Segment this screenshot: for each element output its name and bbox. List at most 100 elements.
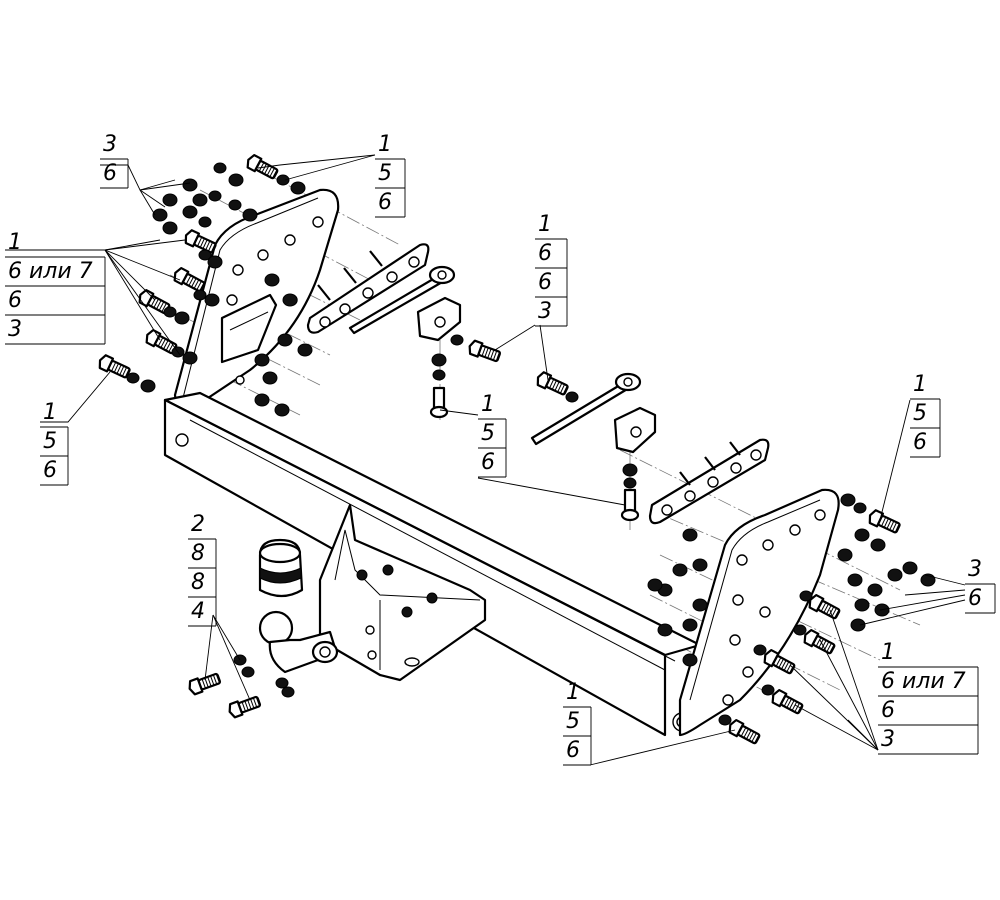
washer: [799, 590, 813, 602]
nut: [182, 351, 198, 365]
callout-text: 6: [8, 288, 22, 313]
right-small-bracket: [613, 406, 657, 454]
callout-text: 6: [566, 738, 580, 763]
bolt-head: [429, 405, 449, 419]
bolt-head: [620, 508, 640, 522]
left-small-bracket: [416, 296, 462, 342]
nut: [902, 561, 918, 575]
washer: [276, 174, 290, 186]
nut: [192, 193, 208, 207]
nut: [657, 623, 673, 637]
callout-text: 6: [481, 450, 495, 475]
nut: [622, 463, 638, 477]
nut: [242, 208, 258, 222]
nut: [692, 598, 708, 612]
callout-text: 3: [103, 132, 117, 157]
callout-top-bolts: 1 5 6: [375, 132, 406, 218]
nut: [692, 558, 708, 572]
callout-text: 3: [538, 299, 552, 324]
nut: [228, 173, 244, 187]
nut: [672, 563, 688, 577]
bolt: [188, 672, 222, 696]
bolt: [771, 688, 804, 715]
callout-text: 6: [538, 270, 552, 295]
nut: [277, 333, 293, 347]
callout-text: 3: [968, 557, 982, 582]
nut: [431, 353, 447, 367]
callout-tow-ball: 2 8 8 4: [188, 512, 217, 627]
callout-text: 2: [191, 512, 205, 537]
nut: [182, 178, 198, 192]
callout-text: 6: [968, 586, 982, 611]
nut: [867, 583, 883, 597]
callout-text: 5: [913, 401, 927, 426]
callout-text: 6: [43, 458, 57, 483]
nut: [682, 653, 698, 667]
nut: [837, 548, 853, 562]
callout-text: 1: [481, 392, 495, 417]
right-wire-strap: [530, 372, 642, 446]
nut: [282, 293, 298, 307]
nut: [182, 205, 198, 219]
washer: [450, 334, 464, 346]
nut: [254, 393, 270, 407]
washer: [208, 190, 222, 202]
callout-text: 5: [378, 161, 392, 186]
washer: [213, 162, 227, 174]
callout-text: 5: [481, 421, 495, 446]
callout-text: 5: [43, 429, 57, 454]
nut: [254, 353, 270, 367]
nut: [204, 293, 220, 307]
callout-right-front-bolt: 156: [563, 680, 592, 766]
bolt: [468, 339, 502, 363]
bolt: [728, 718, 761, 745]
callout-text: 1: [913, 372, 927, 397]
callout-text: 6: [378, 190, 392, 215]
callout-left-front-bolt: 156: [40, 400, 69, 486]
callout-text: 3: [8, 317, 22, 342]
callout-text: 4: [191, 599, 205, 624]
washer: [623, 477, 637, 489]
fasteners: [98, 153, 936, 745]
washer: [718, 714, 732, 726]
callout-text: 8: [191, 541, 205, 566]
bolt: [173, 266, 206, 293]
washer: [281, 686, 295, 698]
callout-text: 8: [191, 570, 205, 595]
nut: [207, 255, 223, 269]
tow-bracket: [318, 503, 487, 682]
nut: [840, 493, 856, 507]
callout-text: 1: [881, 640, 895, 665]
callout-right-top-bolt: 156: [910, 372, 941, 458]
washer: [228, 199, 242, 211]
bolt: [246, 153, 279, 180]
washer: [565, 391, 579, 403]
right-spacer-bar: [648, 438, 770, 525]
nut: [682, 618, 698, 632]
washer: [198, 216, 212, 228]
callout-text: 1: [378, 132, 392, 157]
bolt: [536, 371, 569, 396]
washer: [241, 666, 255, 678]
nut: [162, 221, 178, 235]
callout-text: 6: [538, 241, 552, 266]
nut: [647, 578, 663, 592]
callout-text: 1: [8, 230, 22, 255]
bolt: [184, 229, 217, 254]
nut: [854, 528, 870, 542]
nut: [850, 618, 866, 632]
nut: [162, 193, 178, 207]
left-spacer-bar: [306, 243, 430, 334]
right-mounting-plate: [678, 488, 840, 737]
nut: [887, 568, 903, 582]
callout-top-left-nuts: 36: [100, 132, 129, 189]
washer: [793, 624, 807, 636]
callout-left-side-bolts: 16 или 763: [5, 230, 106, 345]
bolt: [763, 648, 796, 675]
callout-text: 6 или 7: [881, 669, 966, 694]
nut: [854, 598, 870, 612]
washer: [193, 289, 207, 301]
